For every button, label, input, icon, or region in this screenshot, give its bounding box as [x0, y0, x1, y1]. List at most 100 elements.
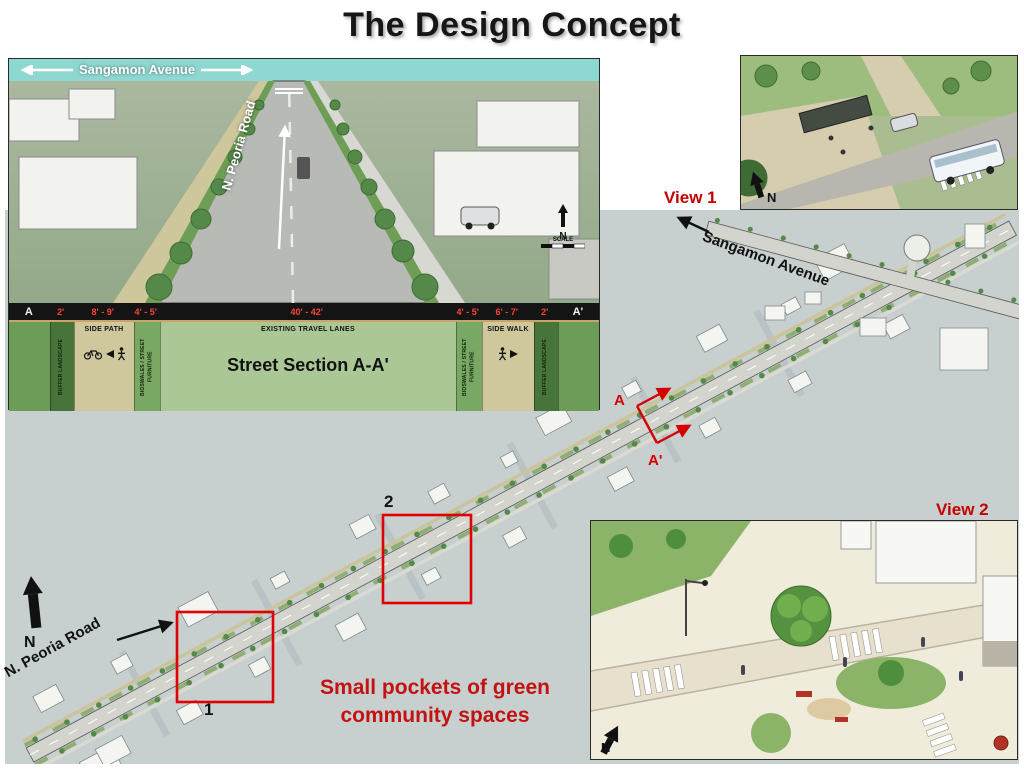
sangamon-avenue-inset-label: Sangamon Avenue — [79, 62, 196, 77]
left-arrow-icon — [105, 350, 114, 358]
section-margin — [9, 322, 50, 411]
side-walk-label: SIDE WALK — [487, 326, 529, 333]
dim-bioswale-left: 4' - 5' — [134, 306, 157, 317]
bioswale-strip — [23, 216, 1009, 748]
site-plan-drawing — [21, 212, 1019, 764]
scale-label: SCALE — [552, 237, 574, 243]
buffer-label: BUFFER LANDSCAPE — [58, 339, 65, 395]
section-margin — [557, 322, 599, 411]
trees — [145, 99, 439, 301]
storefront — [983, 641, 1017, 666]
plaza-stub — [906, 259, 917, 279]
perspective-drawing — [9, 59, 599, 303]
pedestrian-icon — [499, 347, 506, 361]
panel-bioswale-left: BIOSWALES / STREET FURNITURE — [133, 322, 160, 411]
view1-label: View 1 — [664, 188, 717, 207]
north-arrow-icon — [600, 725, 619, 755]
section-title: Street Section A-A' — [227, 355, 389, 375]
bench — [796, 691, 812, 697]
bioswale-label: BIOSWALES / STREET FURNITURE — [139, 338, 154, 396]
street-trees — [32, 217, 1006, 742]
north-arrow-icon — [750, 171, 765, 199]
panel-bioswale-right: BIOSWALES / STREET FURNITURE — [455, 322, 482, 411]
shelter-canopy — [798, 94, 873, 134]
sky — [9, 59, 599, 81]
panel-travel-lanes: EXISTING TRAVEL LANES Street Section A-A… — [159, 322, 456, 411]
north-label: N — [767, 190, 777, 205]
sangamon-road — [704, 217, 1019, 320]
right-arrow-icon — [510, 350, 518, 358]
panel-buffer-right: BUFFER LANDSCAPE — [533, 322, 558, 411]
crosswalk — [630, 663, 685, 697]
parked-car — [460, 206, 500, 230]
curb-line — [591, 630, 1017, 712]
north-label: N — [601, 740, 611, 755]
street-concept-inset: Sangamon Avenue N. Peoria Road N SCALE — [8, 58, 600, 411]
bioswale-label: BIOSWALES / STREET FURNITURE — [461, 338, 476, 396]
lane-line — [29, 227, 1013, 756]
north-arrow-icon — [558, 204, 568, 227]
trees — [609, 529, 904, 686]
scale-ruler — [541, 243, 586, 249]
north-label: N — [559, 231, 567, 242]
buffer-label: BUFFER LANDSCAPE — [542, 339, 549, 395]
bioswale-strip — [34, 236, 1019, 764]
right-arrow-icon — [201, 64, 254, 75]
side-walk-icons — [498, 347, 518, 361]
page-title: The Design Concept — [343, 6, 681, 44]
dim-side-walk: 6' - 7' — [495, 306, 518, 317]
light-pole — [685, 579, 708, 636]
sangamon-avenue-callout: Sangamon Avenue — [15, 62, 259, 77]
bus — [929, 139, 1005, 185]
travel-lanes-label: EXISTING TRAVEL LANES — [261, 326, 355, 333]
view1-render — [741, 56, 1017, 209]
planter — [993, 735, 1009, 751]
sidewalk-strip — [36, 240, 1019, 764]
bicycle-icon — [83, 350, 102, 360]
car — [890, 113, 919, 132]
perspective-compass: N — [555, 204, 571, 242]
section-dimension-bar: A 2' 8' - 9' 4' - 5' 40' - 42' 4' - 5' 6… — [9, 303, 599, 320]
plaza-circle — [903, 234, 931, 262]
dim-bioswale-right: 4' - 5' — [456, 306, 479, 317]
perspective-render: Sangamon Avenue N. Peoria Road N SCALE — [9, 59, 599, 303]
car-on-road — [297, 157, 310, 179]
play-area — [807, 698, 851, 720]
path — [861, 56, 941, 116]
street — [591, 599, 1017, 711]
buildings-right — [433, 100, 599, 300]
bench — [835, 717, 848, 722]
street-trees — [59, 237, 1017, 754]
view2-render — [591, 521, 1017, 759]
people — [828, 125, 874, 155]
pocket-1-arrow — [116, 619, 174, 642]
pocket-2-box — [381, 513, 473, 605]
left-arrow-icon — [20, 64, 73, 75]
crosswalk — [275, 88, 303, 94]
side-path-label: SIDE PATH — [84, 326, 124, 333]
dim-travel-lanes: 40' - 42' — [290, 306, 323, 317]
dim-side-path: 8' - 9' — [91, 306, 114, 317]
street — [741, 111, 1017, 209]
pedestrian-icon — [117, 347, 125, 361]
scale-bar: SCALE — [541, 237, 586, 251]
side-path-icons — [83, 347, 126, 361]
lane-line — [287, 80, 295, 303]
crosswalk — [828, 627, 883, 661]
buildings-left — [9, 88, 138, 230]
panel-buffer-left: BUFFER LANDSCAPE — [49, 322, 74, 411]
lawn — [751, 713, 791, 753]
view1-direction-arrow — [676, 216, 710, 234]
road-direction-arrow-icon — [277, 124, 291, 250]
street-section-panels: BUFFER LANDSCAPE SIDE PATH — [9, 320, 599, 411]
panel-side-path: SIDE PATH — [73, 322, 134, 411]
side-path-strip — [21, 212, 1007, 743]
view1-inset: N — [740, 55, 1018, 210]
crosswalk — [921, 712, 957, 758]
dim-buffer-right: 2' — [541, 306, 549, 317]
intersection-buildings — [764, 223, 989, 371]
side-path — [113, 81, 268, 303]
view2-inset: N — [590, 520, 1018, 760]
people — [741, 637, 963, 681]
